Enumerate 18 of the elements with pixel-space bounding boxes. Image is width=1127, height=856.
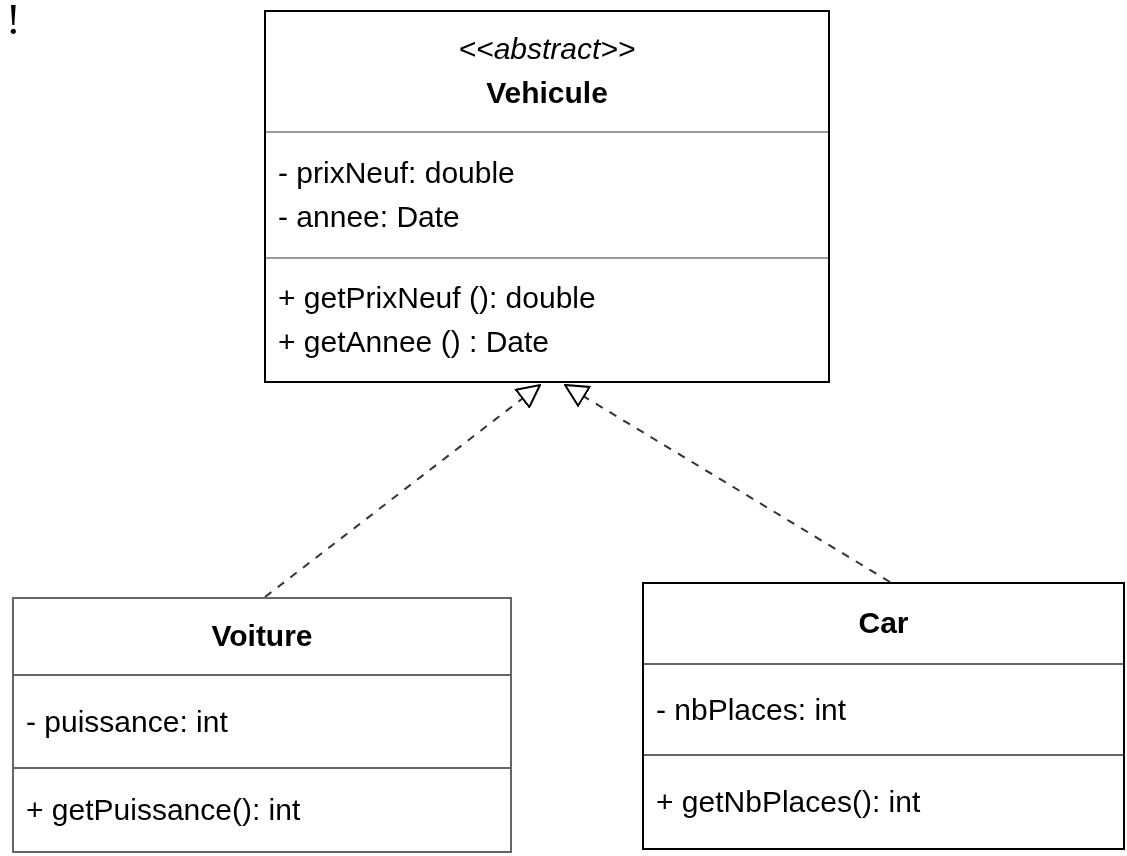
class-box bbox=[642, 582, 1125, 850]
class-box bbox=[264, 10, 830, 383]
method-text: + getPrixNeuf (): double bbox=[278, 280, 596, 317]
method-text: + getAnnee () : Date bbox=[278, 324, 549, 361]
method-text: + getNbPlaces(): int bbox=[656, 784, 921, 821]
exclamation-mark: ! bbox=[6, 0, 21, 46]
dashed-arrow bbox=[264, 384, 541, 598]
class-name: Car bbox=[858, 605, 909, 642]
dashed-arrow bbox=[564, 384, 891, 583]
attribute-text: - puissance: int bbox=[26, 703, 228, 740]
class-name: Voiture bbox=[211, 618, 313, 655]
attribute-text: - prixNeuf: double bbox=[278, 155, 515, 191]
attribute-text: - annee: Date bbox=[278, 199, 460, 235]
class-box bbox=[12, 597, 512, 853]
class-name: Vehicule bbox=[486, 75, 608, 112]
method-text: + getPuissance(): int bbox=[26, 792, 301, 829]
stereotype-text: <<abstract>> bbox=[458, 31, 636, 68]
attribute-text: - nbPlaces: int bbox=[656, 691, 847, 728]
